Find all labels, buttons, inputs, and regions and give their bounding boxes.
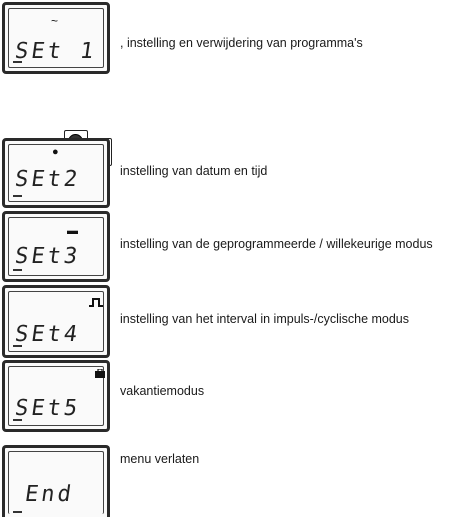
lcd-display-set2: ● SEt2 — [2, 138, 110, 208]
row-description: , instelling en verwijdering van program… — [120, 36, 363, 50]
lcd-display-set4: SEt4 — [2, 285, 110, 358]
pulse-icon — [89, 298, 103, 307]
lcd-text: SEt3 — [13, 244, 82, 269]
lcd-display-set5: SEt5 — [2, 360, 110, 432]
lcd-display-set1: ~ SEt 1 — [2, 2, 110, 74]
lcd-marker — [13, 61, 22, 63]
clock-icon: ● — [52, 146, 59, 158]
lcd-text: SEt 1 — [13, 39, 98, 64]
lcd-text: SEt5 — [13, 396, 82, 421]
lcd-marker — [13, 419, 22, 421]
row-description: instelling van het interval in impuls-/c… — [120, 312, 410, 326]
tilde-icon: ~ — [51, 14, 59, 28]
row-description: instelling van de geprogrammeerde / will… — [120, 237, 433, 251]
lcd-text: SEt2 — [13, 167, 82, 192]
row-description: vakantiemodus — [120, 384, 205, 398]
lcd-text: End — [23, 482, 76, 507]
lcd-marker — [13, 269, 22, 271]
row-description: instelling van datum en tijd — [120, 164, 268, 178]
lcd-marker — [13, 195, 22, 197]
dash-icon: ▬ — [67, 225, 78, 237]
suitcase-icon — [95, 369, 105, 378]
lcd-marker — [13, 511, 22, 513]
lcd-display-set3: ▬ SEt3 — [2, 211, 110, 282]
lcd-marker — [13, 345, 22, 347]
lcd-text: SEt4 — [13, 322, 82, 347]
row-description: menu verlaten — [120, 452, 200, 466]
lcd-display-end: End — [2, 445, 110, 517]
